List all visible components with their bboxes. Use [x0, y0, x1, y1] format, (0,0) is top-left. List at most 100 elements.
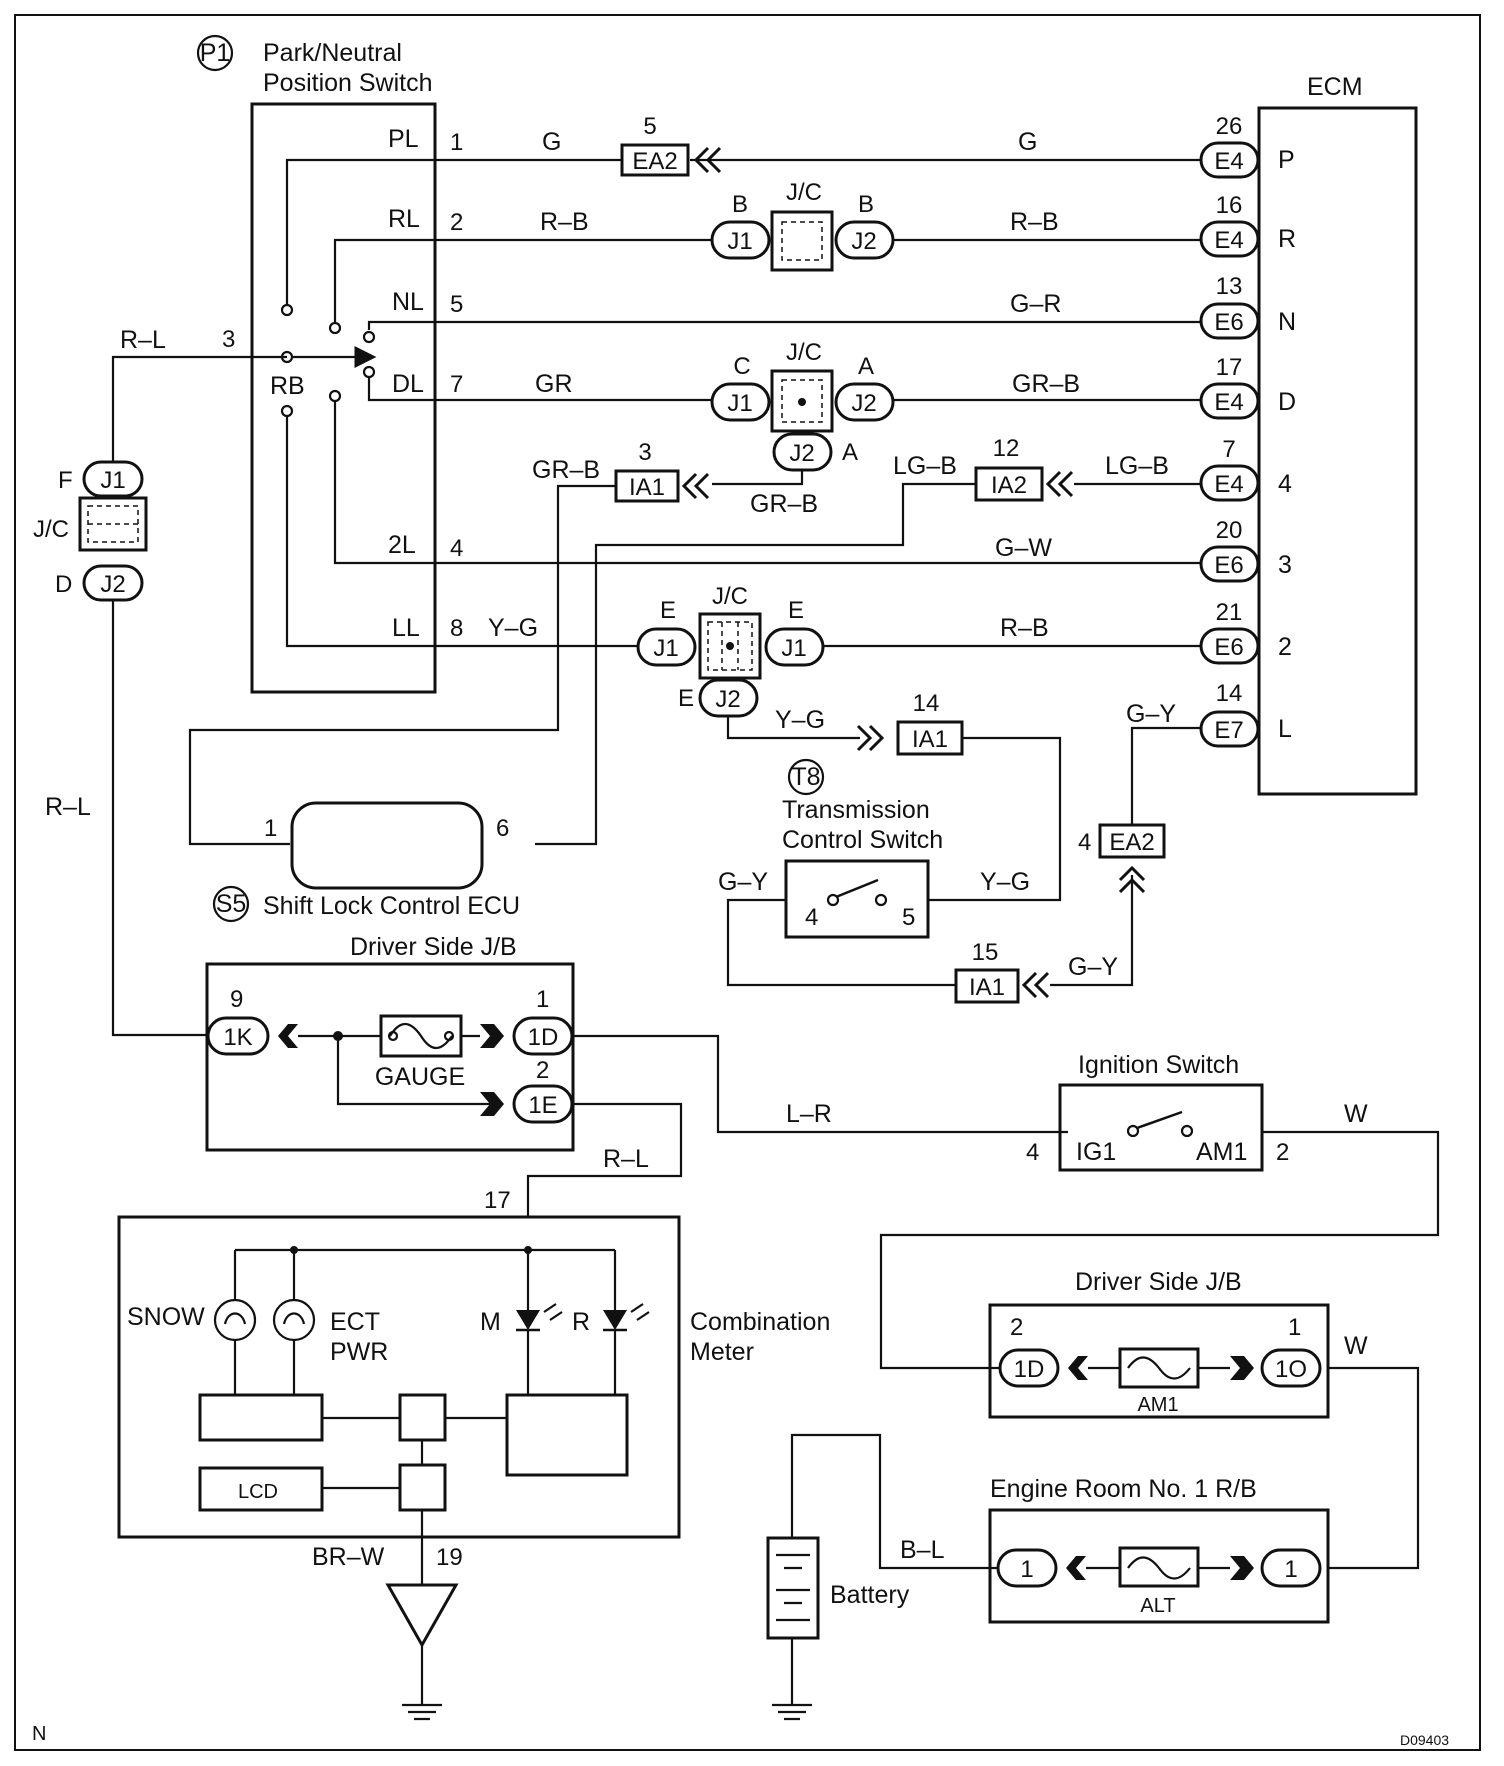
svg-text:1: 1	[1288, 1314, 1301, 1341]
combination-meter: Combination Meter SNOW ECT PWR M R	[117, 1215, 830, 1585]
svg-text:A: A	[858, 353, 874, 380]
svg-text:D: D	[55, 571, 72, 598]
svg-text:4: 4	[1078, 829, 1091, 856]
left-jc-circuit: R–L J1 F J/C J2 D R–L	[33, 326, 287, 1037]
wire-l-r: L–R	[572, 1034, 1068, 1134]
svg-text:2: 2	[536, 1057, 549, 1084]
svg-text:4: 4	[805, 904, 818, 931]
svg-text:E4: E4	[1214, 389, 1243, 416]
svg-text:26: 26	[1216, 113, 1243, 140]
shift-lock-control-ecu: 1 6 S5 Shift Lock Control ECU	[212, 801, 520, 923]
svg-text:Combination: Combination	[690, 1308, 830, 1336]
wire-row-r: J1 B J/C J2 B 2 R–B R–B	[435, 179, 1201, 272]
pin-label-rl: RL	[388, 205, 420, 233]
wire-row-n: 5 G–R	[435, 290, 1201, 324]
footer-left: N	[32, 1723, 46, 1745]
ecm-pin-4: E4 7 4	[1199, 436, 1292, 502]
svg-text:G–Y: G–Y	[1068, 953, 1118, 981]
svg-text:4: 4	[450, 535, 463, 562]
svg-text:J/C: J/C	[786, 339, 822, 366]
svg-text:A: A	[842, 439, 858, 466]
svg-text:AM1: AM1	[1196, 1138, 1247, 1166]
svg-text:2: 2	[1276, 1139, 1289, 1166]
svg-text:G: G	[1018, 128, 1037, 156]
svg-text:T8: T8	[791, 763, 820, 791]
ground-ie	[385, 1583, 459, 1721]
svg-text:E6: E6	[1214, 552, 1243, 579]
svg-text:LG–B: LG–B	[1105, 452, 1169, 480]
svg-text:LG–B: LG–B	[893, 452, 957, 480]
svg-text:B: B	[858, 191, 874, 218]
svg-text:21: 21	[1216, 599, 1243, 626]
driver-side-jb-upper: Driver Side J/B 1K 9 GAUGE 1D 1 1E 2	[205, 933, 575, 1152]
pin-3-switch: 3	[222, 326, 235, 353]
svg-text:J/C: J/C	[786, 179, 822, 206]
svg-text:G–Y: G–Y	[718, 868, 768, 896]
svg-text:G–R: G–R	[1010, 290, 1061, 318]
svg-text:E: E	[678, 685, 694, 712]
transmission-switch-circuit: IA1 14 Y–G T8 Transmission Control Switc…	[718, 690, 1201, 1004]
svg-text:19: 19	[436, 1544, 463, 1571]
page-frame	[14, 14, 1481, 1751]
svg-text:J2: J2	[100, 571, 125, 598]
svg-text:14: 14	[1216, 680, 1243, 707]
svg-text:14: 14	[913, 690, 940, 717]
svg-text:Driver Side J/B: Driver Side J/B	[1075, 1268, 1242, 1296]
svg-text:E6: E6	[1214, 634, 1243, 661]
svg-text:IA1: IA1	[629, 474, 665, 501]
svg-text:J1: J1	[727, 228, 752, 255]
svg-text:Ignition Switch: Ignition Switch	[1078, 1051, 1239, 1079]
ecm-pin-n: E6 13 N	[1199, 273, 1296, 340]
svg-text:IA1: IA1	[912, 726, 948, 753]
svg-text:8: 8	[450, 615, 463, 642]
wire-row-2: J1 E J/C J1 E J2 E 8 Y–G R–B	[435, 583, 1201, 718]
svg-text:1: 1	[1020, 1556, 1033, 1583]
ecm-title: ECM	[1307, 73, 1363, 101]
pin-label-dl: DL	[392, 370, 424, 398]
svg-text:J1: J1	[727, 390, 752, 417]
svg-text:Y–G: Y–G	[775, 706, 825, 734]
svg-text:J2: J2	[715, 686, 740, 713]
svg-text:16: 16	[1216, 192, 1243, 219]
pin-label-ll: LL	[392, 614, 420, 642]
svg-text:F: F	[58, 467, 73, 494]
battery: B–L Battery	[766, 1433, 998, 1721]
svg-text:J2: J2	[851, 228, 876, 255]
ecm-pin-r: E4 16 R	[1199, 192, 1296, 258]
wire-r-l-meter: R–L 17	[484, 1102, 683, 1217]
svg-text:EA2: EA2	[632, 148, 677, 175]
svg-text:1K: 1K	[223, 1024, 252, 1051]
wire-row-4: IA2 12 LG–B LG–B	[535, 435, 1201, 846]
svg-text:4: 4	[1278, 470, 1292, 498]
park-neutral-position-switch: P1 Park/Neutral Position Switch PL RL NL…	[196, 34, 437, 694]
svg-text:3: 3	[1278, 551, 1292, 579]
svg-text:S5: S5	[216, 890, 247, 918]
engine-room-rb: Engine Room No. 1 R/B 1 ALT 1	[988, 1475, 1330, 1624]
wire-row-3: 4 G–W	[435, 534, 1201, 565]
svg-text:GR–B: GR–B	[532, 456, 600, 484]
svg-text:GR–B: GR–B	[750, 490, 818, 518]
svg-text:5: 5	[902, 904, 915, 931]
svg-text:2: 2	[1278, 633, 1292, 661]
svg-text:E7: E7	[1214, 717, 1243, 744]
svg-text:3: 3	[638, 439, 651, 466]
svg-text:17: 17	[484, 1187, 511, 1214]
ignition-switch: Ignition Switch IG1 AM1 4 2 W	[879, 1051, 1440, 1370]
p1-name-line1: Park/Neutral	[263, 39, 402, 67]
driver-side-jb-lower: Driver Side J/B 1D 2 AM1 1O 1 W	[988, 1268, 1420, 1570]
svg-text:R–B: R–B	[1010, 208, 1059, 236]
svg-text:GR–B: GR–B	[1012, 370, 1080, 398]
svg-text:R: R	[572, 1308, 590, 1336]
svg-text:R–B: R–B	[540, 208, 589, 236]
svg-text:2: 2	[1010, 1314, 1023, 1341]
svg-text:J1: J1	[100, 467, 125, 494]
svg-text:SNOW: SNOW	[127, 1303, 205, 1331]
svg-text:4: 4	[1026, 1139, 1039, 1166]
svg-text:5: 5	[450, 291, 463, 318]
svg-text:IA2: IA2	[991, 472, 1027, 499]
svg-text:J/C: J/C	[712, 583, 748, 610]
svg-text:C: C	[733, 353, 750, 380]
svg-text:ECT: ECT	[330, 1308, 380, 1336]
connector-ia1-3: IA1 3 GR–B	[188, 439, 710, 846]
